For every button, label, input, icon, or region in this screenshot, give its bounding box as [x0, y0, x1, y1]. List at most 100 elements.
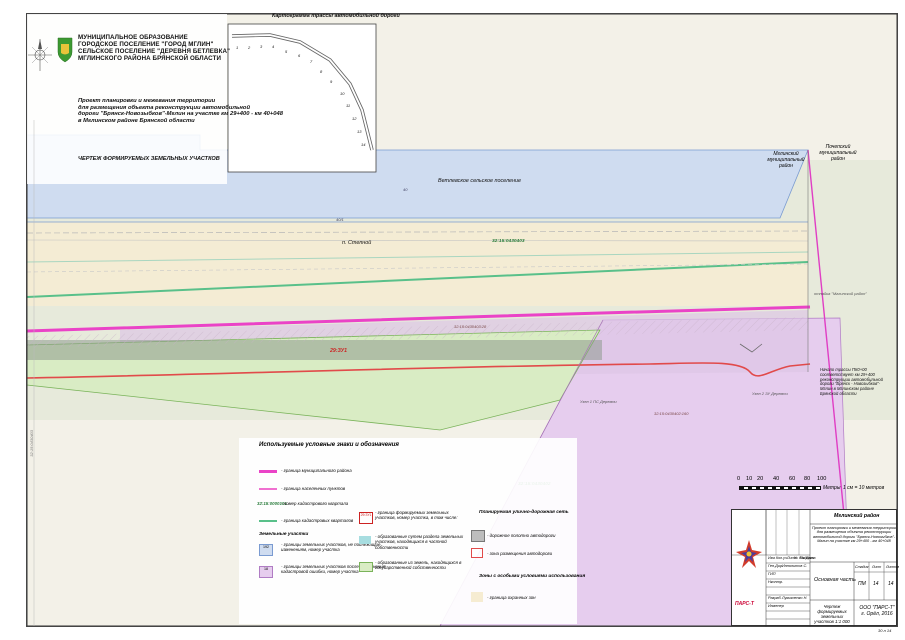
dashed-line-2 [26, 239, 809, 242]
tb-role: Разраб. [768, 596, 782, 600]
inset-tick: 14 [361, 142, 366, 147]
legend-swatch-muni [259, 470, 277, 473]
scale-unit: Метры [823, 485, 841, 491]
coat-of-arms-icon [57, 37, 73, 63]
header-line: МУНИЦИПАЛЬНОЕ ОБРАЗОВАНИЕ [78, 34, 188, 41]
legend-item: - граница формируемых земельных участков… [375, 510, 458, 521]
inset-tick: 7 [310, 59, 313, 64]
header-line: СЕЛЬСКОЕ ПОСЕЛЕНИЕ "ДЕРЕВНЯ БЕТЛЕВКА" [78, 48, 231, 56]
inset-tick: 5 [285, 49, 288, 54]
municipality-header: МУНИЦИПАЛЬНОЕ ОБРАЗОВАНИЕ ГОРОДСКОЕ ПОСЕ… [78, 34, 230, 63]
settlement-label: Ветлевское сельское поселение [438, 178, 521, 184]
scale-tick: 40 [773, 476, 780, 482]
sheet-reference: 30 л 14 [878, 628, 892, 633]
legend-swatch-road-zone [471, 548, 483, 558]
formed-parcel-label: 29:ЗУ1 [330, 348, 348, 354]
legend-swatch-protect [471, 592, 483, 602]
tb-row-label: Изм. [768, 556, 776, 560]
tb-part: Основная часть [814, 577, 856, 583]
scale-tick: 60 [789, 476, 796, 482]
legend-swatch-cadastral [259, 520, 277, 522]
road-zone-line [26, 362, 811, 379]
village-label: п. Степной [342, 240, 372, 246]
parcel-label: 40/1 [336, 217, 344, 222]
legend-item: - образованные из земель, находящихся в … [375, 560, 462, 571]
right-label: отпайка "Мглинский район" [814, 291, 867, 296]
scale-tick: 0 [737, 476, 741, 482]
hatched-strip [27, 317, 808, 348]
tb-name: Ипполитов С. [782, 564, 808, 568]
tb-company: ООО "ПАРС-Т" г. Орёл, 2016 [859, 605, 895, 617]
inset-frame [227, 23, 377, 173]
project-line: дороги "Брянск-Новозыбков"-Мглин на учас… [78, 111, 283, 118]
header-line: ГОРОДСКОЕ ПОСЕЛЕНИЕ "ГОРОД МГЛИН" [78, 41, 214, 49]
legend-item: - номер кадастрового квартала [281, 501, 349, 506]
tb-row-label: Подпись [800, 556, 815, 560]
legend-item: - граница муниципального района [281, 468, 352, 473]
legend-swatch-formed: 29:ЗУ1 [359, 512, 373, 524]
legend-item: - границы земельных участков, не подлежа… [281, 542, 381, 553]
municipality-left-label: Мглинский муниципальный район [767, 151, 805, 169]
project-description: Проект планировки и межевания территории… [78, 98, 283, 125]
inset-tick: 10 [340, 91, 345, 96]
inset-tick: 9 [330, 79, 333, 84]
project-line: для размещения объекта реконструкции авт… [78, 104, 250, 111]
legend-swatch-road [471, 530, 485, 542]
node-label: Узел 1 ПС Деремни [580, 399, 617, 404]
tb-sheet: 14 [873, 581, 879, 587]
road-surface [27, 340, 602, 360]
route-note: Начало трассы ПК0+00 соответствует км 29… [820, 367, 883, 397]
inset-title: Картограмма трассы автомобильной дороги [272, 13, 400, 19]
inset-tick: 1 [236, 45, 239, 50]
header-line: МГЛИНСКОГО РАЙОНА БРЯНСКОЙ ОБЛАСТИ [78, 55, 222, 63]
inset-tick: 6 [298, 53, 301, 58]
parcel-number-label: 32:15:0430403:28 [454, 324, 487, 329]
inset-tick: 11 [346, 103, 351, 108]
tb-row-label: Лист [787, 556, 797, 560]
road-notch [739, 343, 763, 353]
legend-swatch-parcel: 192 [259, 544, 273, 556]
cadastral-band [27, 222, 808, 306]
legend-swatch-parcel-changed: 18 [259, 566, 273, 578]
municipal-boundary [26, 305, 811, 333]
scale-tick: 80 [804, 476, 811, 482]
compass-icon [28, 39, 52, 71]
tb-project: Проект планировки и межевания территории… [812, 526, 896, 544]
tb-sheets: 14 [888, 581, 894, 587]
tb-role: Инженер [768, 604, 784, 608]
dashed-line-1 [26, 230, 809, 234]
scale-ratio: 1 см = 10 метров [843, 485, 885, 491]
tb-role: Ген.Дир. [768, 564, 784, 568]
cadastral-quarter-label: 32:15:0430403 [492, 239, 525, 244]
inset-tick: 8 [320, 69, 323, 74]
tb-stage-header: Стадия [855, 565, 869, 569]
legend-swatch-settlement [259, 488, 277, 490]
inset-tick: 12 [352, 116, 357, 121]
scale-ruler [739, 486, 821, 490]
title-block: ПАРС-Т Изм. Кол.уч. Лист № док. Подпись … [731, 509, 899, 627]
tb-role: ГИП [768, 572, 776, 576]
inset-tick: 4 [272, 44, 275, 49]
tb-district: Мглинский район [834, 513, 880, 519]
inset-tick: 2 [248, 45, 251, 50]
node-label: Узел 2 ЗУ Деремни [752, 391, 788, 396]
scale-tick: 10 [746, 476, 753, 482]
project-line: в Мглинском районе Брянской области [78, 117, 195, 124]
inset-tick: 13 [357, 129, 362, 134]
legend-subheader: Зоны с особыми условиями использования [479, 574, 586, 579]
legend-item: - образованные путем раздела земельных у… [375, 534, 464, 550]
legend-item: - границы земельных участков после устра… [281, 564, 386, 575]
legend-item: - дорожное полотно автодороги [487, 533, 556, 538]
drawing-title: ЧЕРТЕЖ ФОРМИРУЕМЫХ ЗЕМЕЛЬНЫХ УЧАСТКОВ [78, 156, 220, 162]
parcel-number-label: 32:15:0430402:160 [654, 411, 689, 416]
legend-item: - граница кадастровых кварталов [281, 518, 354, 523]
legend-item: - зона размещения автодороги [487, 551, 553, 556]
legend-swatch-formed-b [359, 562, 373, 572]
municipality-right-label: Почепский муниципальный район [819, 144, 857, 162]
inset-road-inner [231, 34, 373, 151]
tb-role: Нконтр. [768, 580, 784, 584]
title-block-grid [732, 510, 898, 627]
inset-tick: 3 [260, 44, 263, 49]
scale-tick: 100 [817, 476, 827, 482]
